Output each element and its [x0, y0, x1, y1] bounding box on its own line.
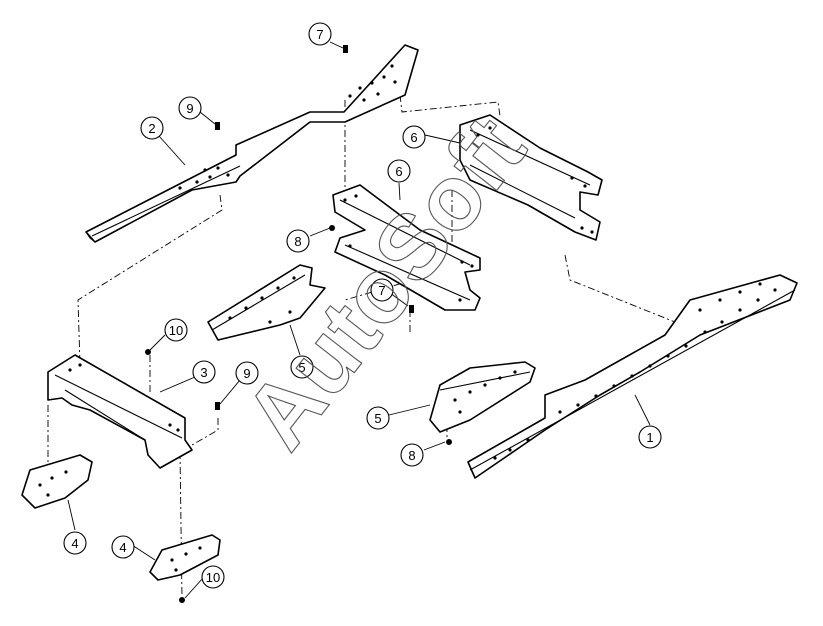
- callout-6-right: 6: [402, 125, 426, 149]
- bolt-7-top: [343, 45, 348, 53]
- nut-8-lower: [446, 439, 452, 445]
- callout-10-lower: 10: [201, 565, 225, 589]
- callout-8-upper: 8: [286, 229, 310, 253]
- callout-8a-label: 8: [294, 234, 301, 249]
- callout-5-right: 5: [366, 406, 390, 430]
- callout-6-middle: 6: [387, 159, 411, 183]
- callout-6b-label: 6: [395, 164, 402, 179]
- part-6-middle-crossmember: [332, 184, 481, 311]
- callout-7a-label: 7: [316, 27, 323, 42]
- bolt-7-middle: [409, 305, 414, 313]
- callout-8b-label: 8: [408, 448, 415, 463]
- callout-4-left: 4: [63, 531, 87, 555]
- part-3-main-crossmember: [47, 354, 193, 469]
- callout-1-label: 1: [646, 430, 653, 445]
- part-2-upper-rail: [85, 44, 419, 243]
- callout-9a-label: 9: [186, 101, 193, 116]
- callout-4-bottom: 4: [111, 535, 135, 559]
- bolt-9-upper: [215, 122, 220, 130]
- callout-1: 1: [638, 425, 662, 449]
- part-4-left-bracket: [21, 454, 93, 509]
- callout-2-label: 2: [148, 121, 155, 136]
- nut-10-upper: [145, 349, 151, 355]
- callout-7b-label: 7: [378, 283, 385, 298]
- part-1-lower-rail: [467, 274, 798, 479]
- callout-9b-label: 9: [243, 366, 250, 381]
- callout-5b-label: 5: [374, 411, 381, 426]
- nut-8-upper: [329, 225, 335, 231]
- leader-lines: [67, 41, 651, 599]
- nut-10-lower: [179, 597, 185, 603]
- bolt-9-lower: [215, 402, 220, 410]
- callout-4a-label: 4: [71, 536, 78, 551]
- callout-10b-label: 10: [206, 570, 220, 585]
- fasteners: [145, 45, 452, 603]
- callout-7-middle: 7: [370, 278, 394, 302]
- callout-9-upper: 9: [178, 96, 202, 120]
- callout-5-left: 5: [290, 355, 314, 379]
- part-6-right-crossmember: [459, 114, 603, 241]
- callouts: 1 2 3 4 4 5 5 6: [63, 22, 662, 589]
- callout-9-lower: 9: [235, 361, 259, 385]
- part-4-bottom-bracket: [149, 534, 221, 581]
- callout-2: 2: [140, 116, 164, 140]
- callout-10-upper: 10: [164, 318, 188, 342]
- callout-6a-label: 6: [410, 130, 417, 145]
- callout-3-label: 3: [200, 365, 207, 380]
- part-5-left-bracket: [207, 264, 326, 341]
- callout-4b-label: 4: [119, 540, 126, 555]
- callout-3: 3: [192, 360, 216, 384]
- part-5-right-bracket: [429, 361, 536, 433]
- callout-10a-label: 10: [169, 323, 183, 338]
- callout-7-top: 7: [308, 22, 332, 46]
- callout-8-lower: 8: [400, 443, 424, 467]
- callout-5a-label: 5: [298, 360, 305, 375]
